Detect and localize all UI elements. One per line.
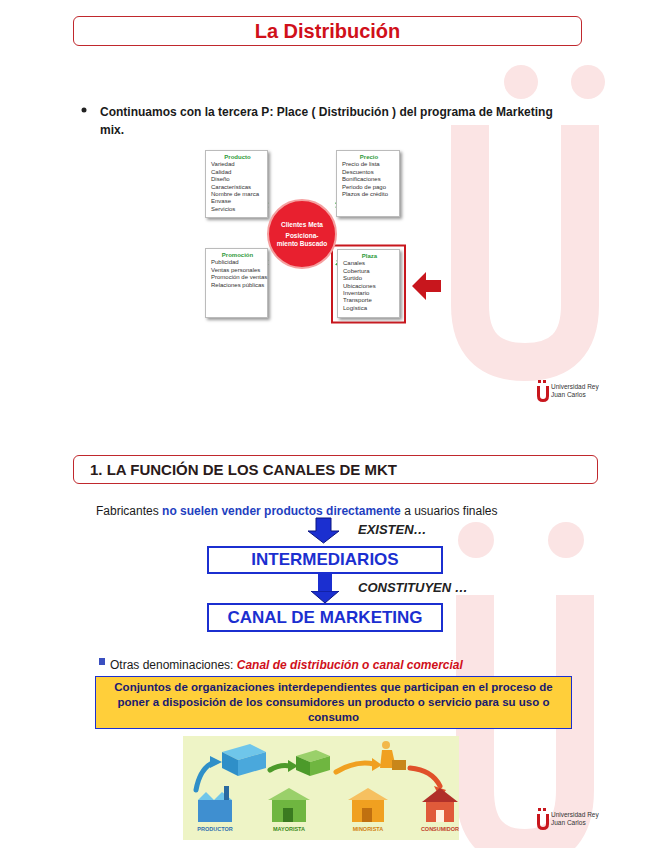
highlight-frame <box>332 246 405 323</box>
node-text: Transporte <box>343 297 396 304</box>
university-logo <box>537 808 549 830</box>
node-heading: Promoción <box>211 252 264 259</box>
node-text: Características <box>211 184 264 191</box>
university-logo <box>537 380 549 402</box>
emphasis-text: no suelen vender productos directamente <box>162 504 401 518</box>
node-heading: 1. LA FUNCIÓN DE LOS CANALES DE MKT <box>90 461 397 478</box>
person-icon <box>380 741 406 770</box>
stage-label: MINORISTA <box>333 826 403 832</box>
house-building <box>422 788 458 822</box>
block-arrow <box>308 518 339 543</box>
logo-text: Universidad Rey Juan Carlos <box>551 383 611 399</box>
body-text: Fabricantes <box>96 504 159 518</box>
stage-label: CONSUMIDOR <box>405 826 475 832</box>
node-heading: Plaza <box>343 253 396 260</box>
body-text: a usuarios finales <box>404 504 497 518</box>
node-heading: La Distribución <box>255 20 401 43</box>
watermark <box>458 65 605 558</box>
channel-illustration <box>183 736 459 840</box>
logo-text: Universidad Rey Juan Carlos <box>551 811 611 827</box>
node-text: Variedad <box>211 161 264 168</box>
node-text: Ubicaciones <box>343 283 396 290</box>
node-text: Logística <box>343 305 396 312</box>
concept-box: INTERMEDIARIOS <box>207 546 443 574</box>
pointer-arrow <box>412 272 441 300</box>
node-text: Cobertura <box>343 268 396 275</box>
block-arrow <box>318 574 332 591</box>
body-text: Otras denominaciones: <box>110 658 233 672</box>
stage-label: MAYORISTA <box>254 826 324 832</box>
node-heading: Conjuntos de organizaciones interdependi… <box>104 680 563 725</box>
square-bullet <box>99 658 105 665</box>
node-heading: Precio <box>342 154 396 161</box>
node-heading: Clientes Meta <box>275 221 329 229</box>
node-text: Descuentos <box>342 169 396 176</box>
definition-box: Conjuntos de organizaciones interdependi… <box>95 676 572 729</box>
node-text: Plazos de crédito <box>342 191 396 198</box>
truck-icon <box>222 744 266 776</box>
bullet <box>82 108 87 113</box>
mix-box: ProductoVariedadCalidadDiseñoCaracteríst… <box>205 150 268 218</box>
node-text: Canales <box>343 260 396 267</box>
stage-label: PRODUCTOR <box>180 826 250 832</box>
node-heading: CANAL DE MARKETING <box>227 608 422 628</box>
shop-building <box>348 788 388 822</box>
emphasis-text: Canal de distribución o canal comercial <box>237 658 463 672</box>
node-text: Bonificaciones <box>342 176 396 183</box>
watermark <box>470 125 580 848</box>
node-text: Relaciones públicas <box>211 282 264 289</box>
node-text: Surtido <box>343 275 396 282</box>
node-heading: Producto <box>211 154 264 161</box>
mix-box: PromociónPublicidadVentas personalesProm… <box>205 248 268 318</box>
factory-building <box>198 786 232 822</box>
target-circle: Clientes MetaPosiciona-miento Buscado <box>267 199 337 269</box>
node-text: Precio de lista <box>342 161 396 168</box>
node-text: Promoción de ventas <box>211 274 264 281</box>
node-text: Posiciona-miento Buscado <box>275 232 329 247</box>
node-text: Diseño <box>211 176 264 183</box>
text-line: Fabricantesno suelen vender productos di… <box>96 501 498 519</box>
step-label: EXISTEN… <box>358 522 427 537</box>
concept-box: CANAL DE MARKETING <box>207 603 443 632</box>
store-icon <box>296 750 330 776</box>
node-text: Periodo de pago <box>342 184 396 191</box>
node-text: Publicidad <box>211 259 264 266</box>
node-text: Nombre de marca <box>211 191 264 198</box>
node-text: Inventario <box>343 290 396 297</box>
node-text: Servicios <box>211 206 264 213</box>
title-band: La Distribución <box>73 16 582 46</box>
warehouse-building <box>268 788 310 822</box>
node-heading: INTERMEDIARIOS <box>251 550 398 570</box>
title-band: 1. LA FUNCIÓN DE LOS CANALES DE MKT <box>73 455 598 484</box>
mix-box: PrecioPrecio de listaDescuentosBonificac… <box>336 150 400 217</box>
mix-box: PlazaCanalesCoberturaSurtidoUbicacionesI… <box>337 249 400 318</box>
node-text: Ventas personales <box>211 267 264 274</box>
node-text: Calidad <box>211 169 264 176</box>
text-line: Otras denominaciones: Canal de distribuci… <box>110 655 463 673</box>
node-text: Envase <box>211 198 264 205</box>
bullet-text: Continuamos con la tercera P: Place ( Di… <box>100 103 560 139</box>
step-label: CONSTITUYEN … <box>358 580 468 595</box>
